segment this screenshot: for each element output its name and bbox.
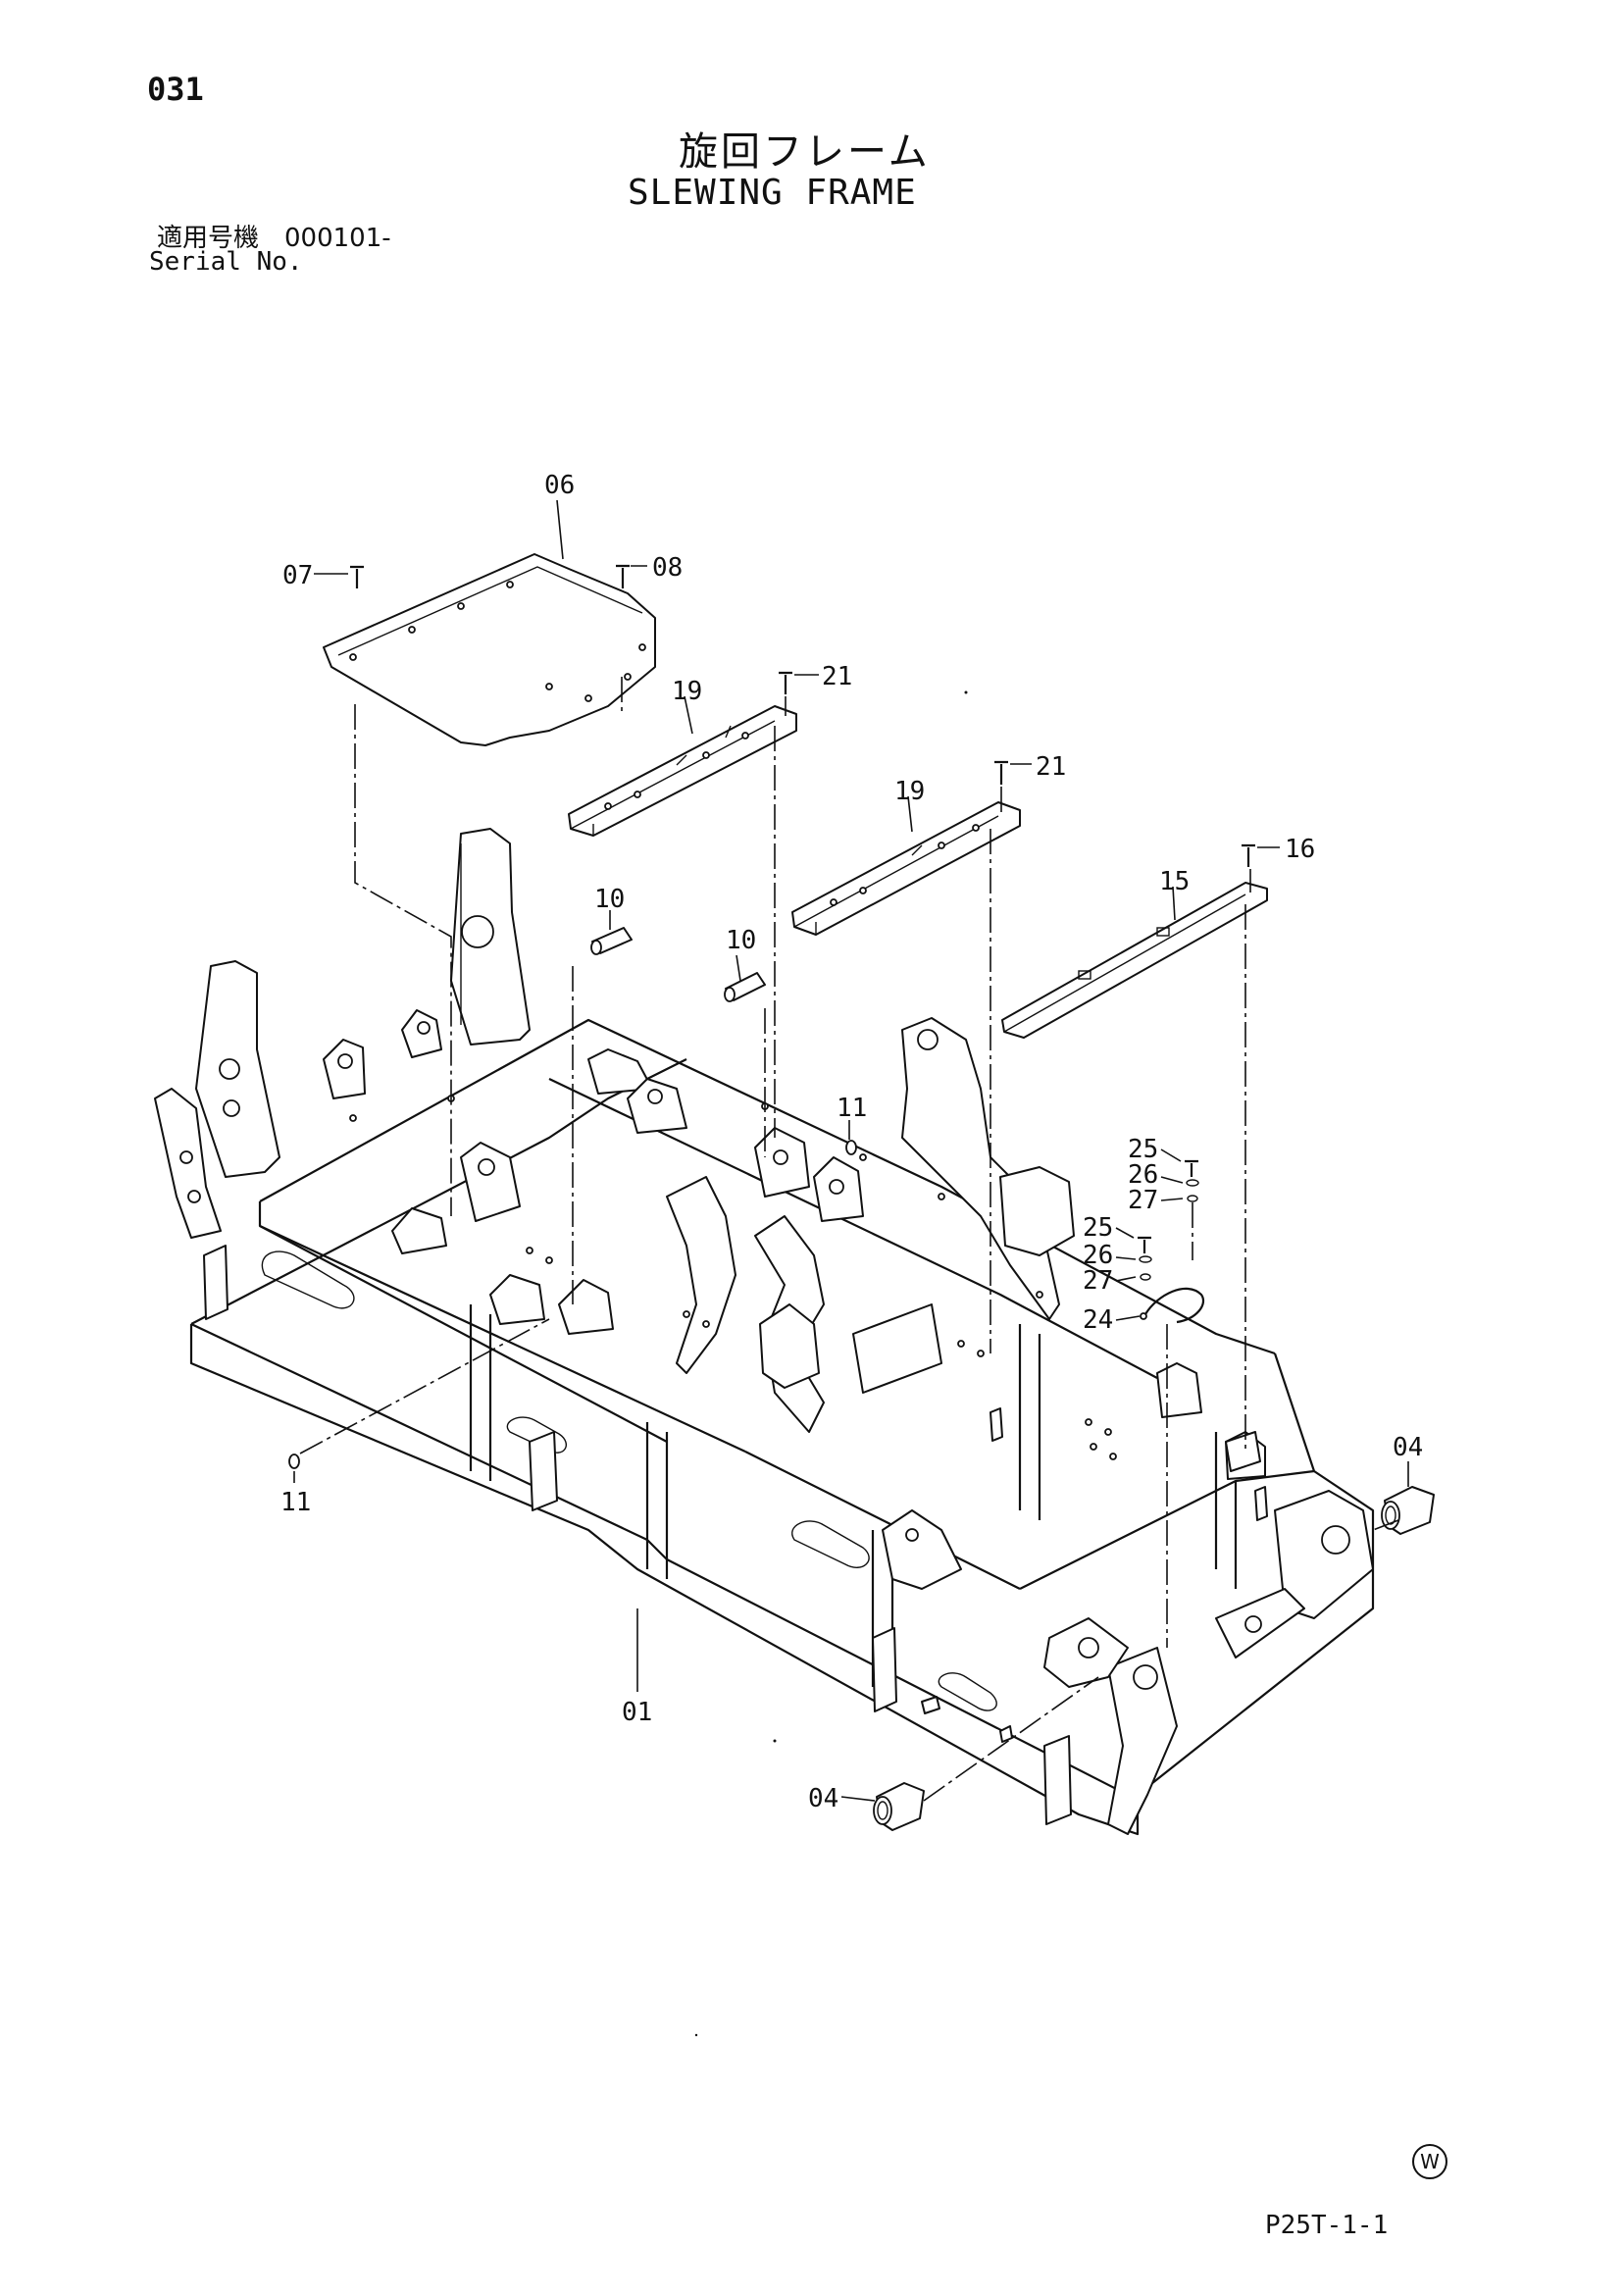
serial-range-english: Serial No.: [149, 247, 303, 277]
callout-10-right: 10: [726, 926, 756, 955]
bolt-part-08: [616, 564, 647, 588]
washer-part-27-lower: [1140, 1273, 1151, 1281]
callout-16: 16: [1285, 835, 1315, 864]
bolt-part-25-lower: [1138, 1236, 1151, 1253]
callout-19-left: 19: [672, 677, 702, 706]
callout-26-lower: 26: [1083, 1241, 1113, 1270]
page-number: 031: [147, 71, 204, 108]
callout-25-upper: 25: [1128, 1135, 1158, 1164]
bolt-part-16: [1242, 843, 1280, 867]
callout-27-lower: 27: [1083, 1266, 1113, 1296]
washer-part-26-lower: [1139, 1255, 1152, 1263]
serial-range-japanese: 適用号機 000101-: [157, 224, 391, 253]
plug-part-11-lower: [288, 1454, 300, 1469]
support-bracket-part-19-right: [791, 801, 1021, 936]
callout-11-lower: 11: [280, 1488, 311, 1517]
manufacturer-mark: W: [1412, 2144, 1447, 2179]
page-code: P25T-1-1: [1265, 2211, 1389, 2240]
callout-10-left: 10: [594, 885, 625, 914]
callout-07: 07: [282, 561, 313, 590]
callout-24: 24: [1083, 1305, 1113, 1335]
callout-15: 15: [1159, 867, 1190, 896]
washer-part-27-upper: [1187, 1195, 1198, 1202]
callout-26-upper: 26: [1128, 1160, 1158, 1190]
callout-01: 01: [622, 1698, 652, 1727]
callout-leader-lines: [293, 499, 1409, 1802]
hose-clamp-part-24: [1140, 1287, 1204, 1324]
callout-06: 06: [544, 471, 575, 500]
bar-part-15: [1001, 882, 1268, 1039]
page-title-english: SLEWING FRAME: [628, 173, 917, 213]
bolt-part-21-left: [779, 671, 819, 694]
callout-08: 08: [652, 553, 683, 583]
callout-21-right: 21: [1036, 752, 1066, 782]
pin-part-10-right: [724, 972, 766, 1002]
bolt-part-25-upper: [1185, 1159, 1198, 1177]
support-bracket-part-19-left: [568, 705, 797, 837]
callout-04-right: 04: [1393, 1433, 1423, 1462]
page-title-japanese: 旋回フレーム: [679, 129, 931, 175]
callout-11-upper: 11: [837, 1094, 867, 1123]
callout-04-left: 04: [808, 1784, 838, 1813]
callout-19-right: 19: [894, 777, 925, 806]
callout-21-left: 21: [822, 662, 852, 691]
bolt-part-21-right: [994, 760, 1032, 785]
pin-part-10-left: [590, 927, 633, 955]
bushing-part-04-left: [873, 1782, 925, 1831]
assembly-reference-lines: [299, 677, 1399, 1802]
bushing-part-04-right: [1381, 1486, 1435, 1535]
bolt-part-07: [314, 565, 364, 588]
washer-part-26-upper: [1186, 1179, 1199, 1187]
cover-plate-part-06: [323, 553, 656, 746]
main-frame-part-01: [154, 828, 1375, 1836]
callout-27-upper: 27: [1128, 1186, 1158, 1215]
callout-25-lower: 25: [1083, 1213, 1113, 1243]
plug-part-11-upper: [845, 1140, 857, 1155]
